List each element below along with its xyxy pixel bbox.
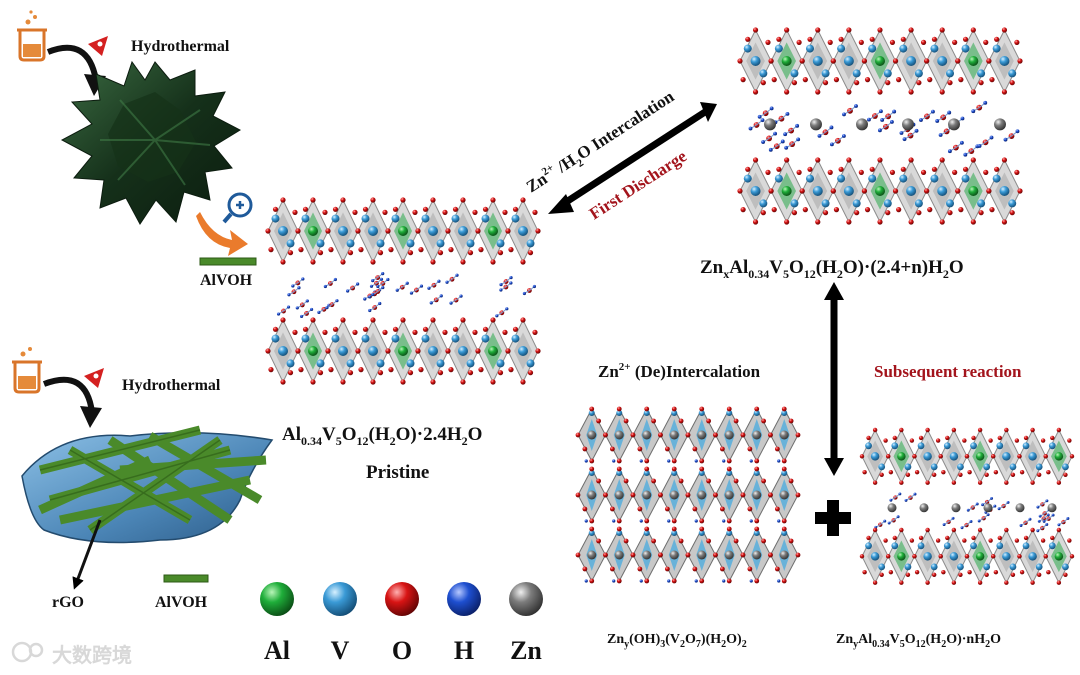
plus-icon [815,500,851,536]
hydrothermal-label-top: Hydrothermal [131,38,230,55]
rgo-pointer-line [72,519,102,590]
product-structure [859,427,1075,586]
legend-label-o: O [392,636,412,665]
product1-formula: Zny(OH)3(V2O7)(H2O)2 [607,632,747,650]
orange-arrow [196,212,248,256]
legend-label-v: V [331,636,350,665]
heat-icon-top [88,36,108,56]
legend-ball-o [385,582,419,616]
legend-ball-h [447,582,481,616]
pristine-structure [264,196,542,386]
legend-label-al: Al [264,636,290,665]
legend: Al V O H Zn [260,582,543,665]
product2-formula: ZnyAl0.34V5O12(H2O)·nH2O [836,632,1001,650]
intercalated-formula: ZnxAl0.34V5O12(H2O)·(2.4+n)H2O [700,257,964,281]
magnifier-icon [222,192,253,224]
alvoh-rod-top [199,257,257,266]
beaker-icon-bottom [12,347,42,394]
legend-ball-al [260,582,294,616]
nanoflower-image [60,60,242,225]
legend-label-h: H [454,636,474,665]
hydrothermal-label-bottom: Hydrothermal [122,377,221,394]
legend-ball-v [323,582,357,616]
alvoh-label-bottom: AlVOH [155,594,208,611]
intercalated-structure [736,26,1024,226]
watermark-text: 大数跨境 [52,643,132,667]
deintercalation-label: Zn2+ (De)Intercalation [598,361,761,381]
rgo-sheet-image [21,425,274,544]
beaker-icon-top [17,10,47,62]
double-arrow-vertical [824,282,844,476]
watermark: 大数跨境 [11,641,132,667]
double-arrow-top [548,102,717,214]
curved-arrow-bottom-head [80,406,102,428]
rgo-label: rGO [52,594,84,611]
pristine-caption: Pristine [366,462,429,483]
curved-arrow-bottom [42,376,95,413]
alvoh-rod-bottom [163,574,209,583]
pyrovanadate-structure [575,406,801,584]
alvoh-label-top: AlVOH [200,272,253,289]
pristine-formula: Al0.34V5O12(H2O)·2.4H2O [282,424,482,448]
heat-icon-bottom [84,368,104,388]
legend-ball-zn [509,582,543,616]
subsequent-reaction-label: Subsequent reaction [874,362,1022,381]
legend-label-zn: Zn [510,636,542,665]
curved-arrow-top [46,44,99,81]
